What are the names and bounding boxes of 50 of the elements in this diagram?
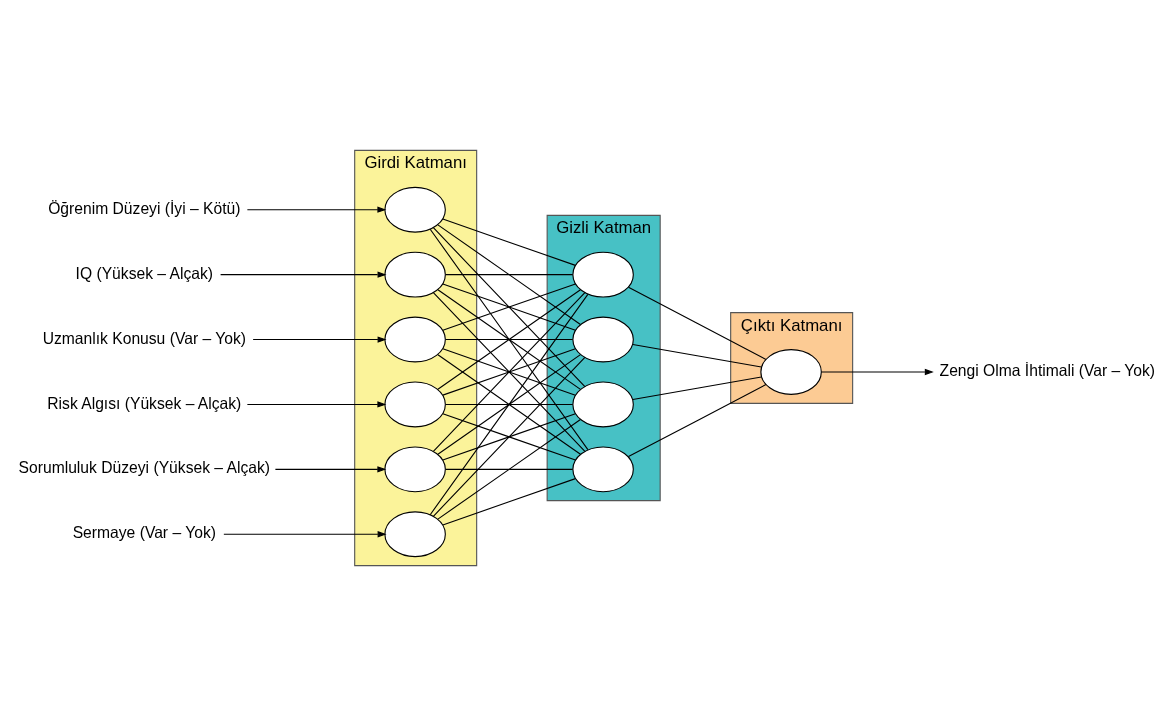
cluster: Çıktı Katmanı: [730, 311, 854, 404]
connector: [429, 293, 589, 515]
cluster: Gizli Katman: [546, 214, 661, 501]
connector: [632, 343, 762, 368]
connector: [437, 288, 581, 390]
arrow: [274, 465, 387, 472]
connector: [442, 282, 576, 331]
node-circle: [384, 186, 446, 233]
connector: [432, 356, 586, 517]
connector: [445, 468, 574, 470]
connector: [437, 353, 581, 455]
arrow: [220, 271, 387, 278]
connector: [429, 228, 589, 450]
connector: [445, 338, 574, 340]
arrow: [820, 368, 934, 375]
node-text: Zengi Olma İhtimali (Var – Yok): [939, 361, 1156, 379]
node-circle: [760, 348, 822, 395]
node-circle: [384, 316, 446, 362]
connector: [632, 375, 762, 400]
node-text: Öğrenim Düzeyi (İyi – Kötü): [48, 199, 241, 217]
node-text: Uzmanlık Konusu (Var – Yok): [42, 329, 246, 347]
node-circle: [572, 381, 634, 427]
connector: [442, 477, 576, 525]
connector: [442, 412, 576, 461]
node-text: IQ (Yüksek – Alçak): [75, 264, 214, 282]
node-circle: [572, 445, 634, 492]
arrow: [252, 335, 387, 343]
connector: [432, 226, 586, 387]
node-circle: [572, 316, 634, 362]
node-circle: [384, 381, 446, 427]
connector: [442, 347, 576, 396]
node-circle: [384, 445, 446, 492]
node-circle: [384, 510, 446, 557]
node-circle: [572, 251, 634, 298]
connector: [442, 217, 576, 266]
node-text: Sorumluluk Düzeyi (Yüksek – Alçak): [18, 458, 271, 476]
node-circle: [384, 251, 446, 298]
arrow: [223, 530, 387, 537]
arrow: [246, 206, 387, 213]
arrow: [246, 400, 387, 408]
node-text: Risk Algısı (Yüksek – Alçak): [47, 394, 242, 412]
connector: [437, 418, 581, 520]
connector: [627, 383, 767, 457]
node-text: Sermaye (Var – Yok): [72, 523, 216, 541]
connector: [437, 223, 581, 325]
connector: [627, 286, 767, 360]
connector: [445, 403, 574, 405]
connector: [445, 273, 574, 275]
cluster: Girdi Katmanı: [354, 149, 478, 566]
connector: [432, 291, 586, 452]
